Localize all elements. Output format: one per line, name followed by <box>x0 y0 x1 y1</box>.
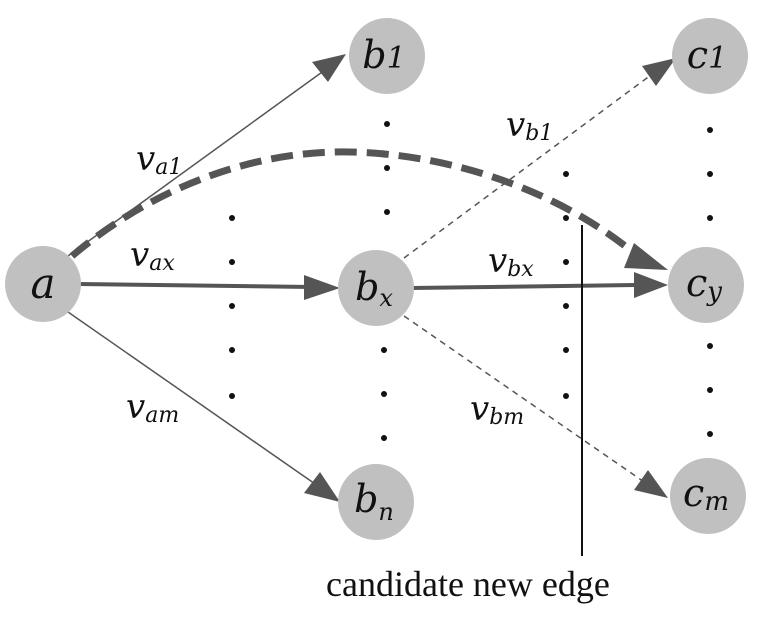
node-bn-label: bn <box>354 477 394 526</box>
candidate-edge-caption: candidate new edge <box>326 564 610 604</box>
edge-a-bn <box>67 311 340 502</box>
edge-a-cy-candidate <box>69 148 668 270</box>
dots-column-a-b <box>229 215 235 399</box>
dots-column-c-lower <box>707 343 713 437</box>
dots-column-b-lower <box>381 347 387 441</box>
edge-label-bx-cm: vbm <box>470 389 524 430</box>
edge-bx-c1 <box>403 58 676 259</box>
edge-label-a-bx: vax <box>130 235 175 276</box>
edge-bx-cy <box>411 272 668 298</box>
edge-bx-cm <box>403 315 668 498</box>
node-a-label: a <box>30 259 55 308</box>
edge-label-a-b1: va1 <box>136 139 182 180</box>
node-cm-label: cm <box>683 471 729 517</box>
node-b1-label: b1 <box>362 33 405 77</box>
edge-label-bx-cy: vbx <box>488 241 534 282</box>
edge-a-bx <box>77 275 340 300</box>
node-cm: cm <box>670 458 746 534</box>
node-c1: c1 <box>672 18 748 94</box>
node-bn: bn <box>338 464 414 540</box>
node-b1: b1 <box>349 18 425 94</box>
dots-column-b-upper <box>384 121 390 215</box>
node-bx-label: bx <box>355 265 393 312</box>
dots-column-c-upper <box>707 127 713 221</box>
edge-label-a-bn: vam <box>126 387 179 428</box>
node-cy: cy <box>668 247 744 323</box>
node-cy-label: cy <box>686 261 722 307</box>
dots-column-b-c <box>563 171 569 399</box>
node-c1-label: c1 <box>687 33 727 77</box>
edge-label-bx-c1: vb1 <box>506 105 553 146</box>
node-bx: bx <box>338 250 414 326</box>
node-a: a <box>5 246 81 322</box>
